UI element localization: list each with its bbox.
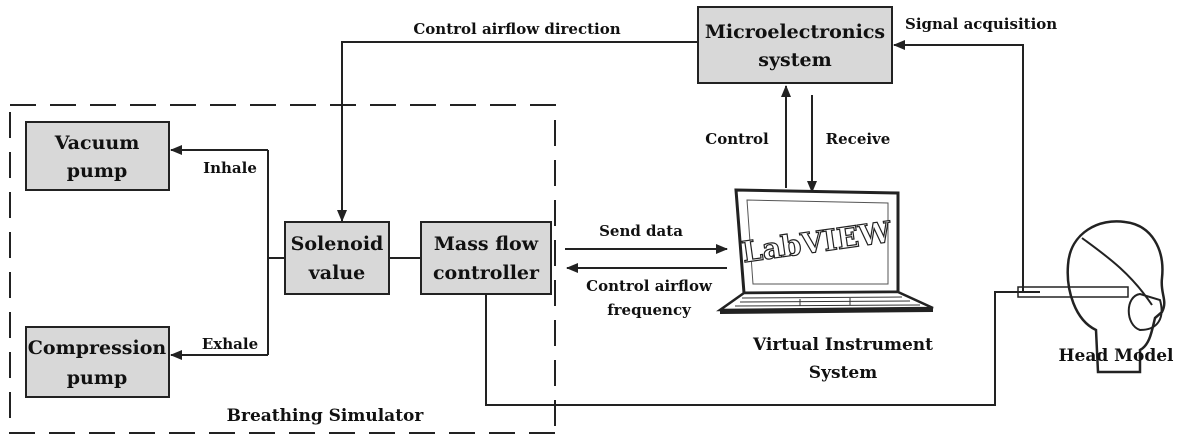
control-frequency-label-2: frequency bbox=[607, 301, 692, 319]
head-model-caption: Head Model bbox=[1058, 346, 1174, 366]
control-direction-arrow bbox=[337, 41, 698, 222]
virtual-instrument-caption-2: System bbox=[809, 363, 877, 383]
control-direction-label: Control airflow direction bbox=[413, 20, 620, 38]
breathing-simulator-caption: Breathing Simulator bbox=[227, 406, 425, 426]
microelectronics-line-2: system bbox=[758, 49, 831, 71]
tube-connector bbox=[1017, 286, 1129, 298]
vacuum-pump-line-1: Vacuum bbox=[54, 132, 140, 154]
virtual-instrument-caption-1: Virtual Instrument bbox=[752, 335, 933, 355]
compression-pump-line-1: Compression bbox=[28, 337, 167, 359]
signal-acquisition-label: Signal acquisition bbox=[905, 15, 1057, 33]
breathing-simulator-boundary bbox=[9, 104, 556, 434]
vacuum-pump-box bbox=[25, 121, 170, 191]
compression-pump-line-2: pump bbox=[67, 367, 128, 389]
solenoid-line-2: value bbox=[308, 262, 365, 284]
mass-flow-line-1: Mass flow bbox=[434, 233, 539, 255]
head-model-icon bbox=[1066, 220, 1166, 374]
vacuum-pump-line-2: pump bbox=[67, 160, 128, 182]
solenoid-line-1: Solenoid bbox=[291, 233, 384, 255]
mass-flow-line-2: controller bbox=[433, 262, 540, 284]
microelectronics-line-1: Microelectronics bbox=[705, 21, 885, 43]
laptop-icon bbox=[716, 188, 934, 314]
exhale-label: Exhale bbox=[202, 335, 258, 353]
inhale-label: Inhale bbox=[203, 159, 257, 177]
microelectronics-box bbox=[697, 6, 893, 84]
send-data-label: Send data bbox=[599, 222, 683, 240]
massflow-to-head-line bbox=[485, 291, 1040, 406]
receive-label: Receive bbox=[826, 130, 891, 148]
compression-pump-box bbox=[25, 326, 170, 398]
control-frequency-label-1: Control airflow bbox=[586, 277, 713, 295]
signal-acquisition-arrow bbox=[893, 40, 1024, 292]
control-label: Control bbox=[705, 130, 769, 148]
